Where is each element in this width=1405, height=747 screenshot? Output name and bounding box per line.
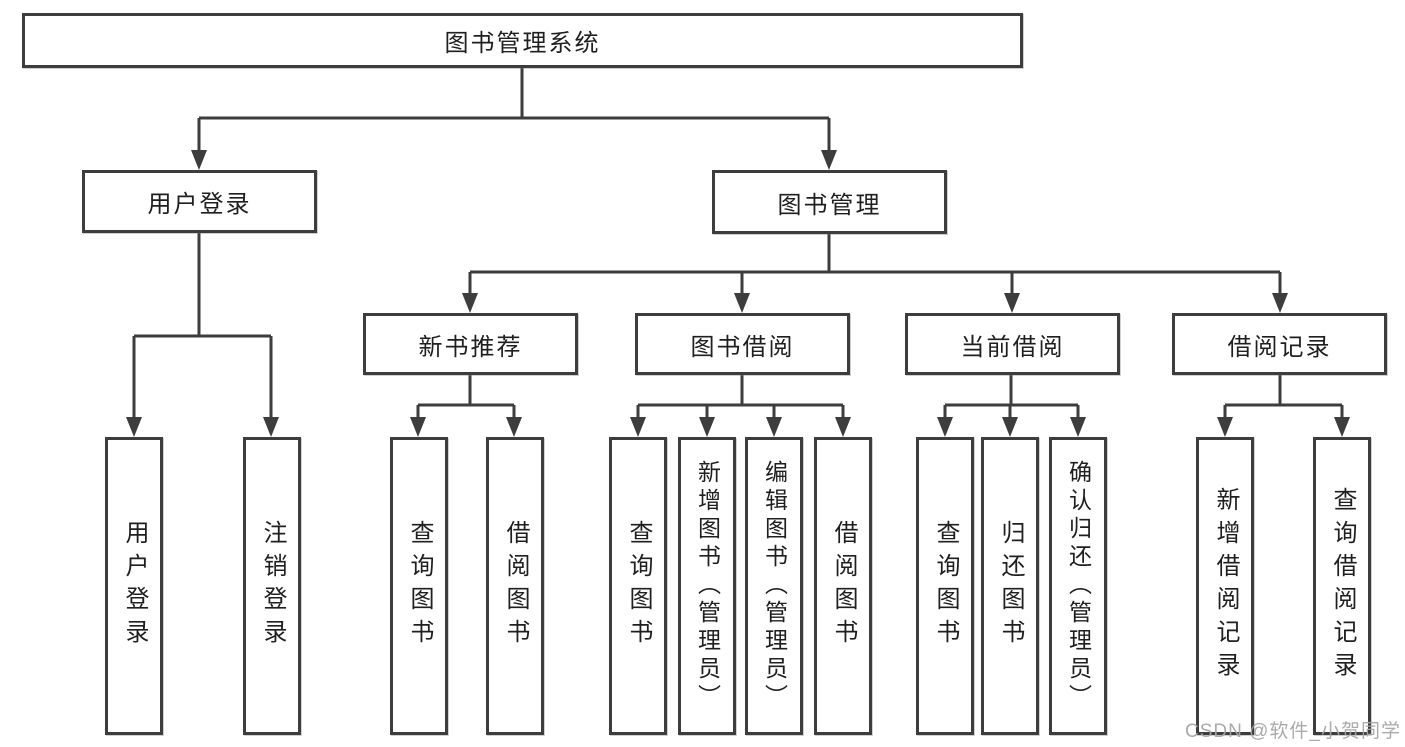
node-current-borrowing: 当前借阅 bbox=[905, 313, 1120, 375]
leaf-add-books-admin: 新增图书（管理员） bbox=[678, 437, 736, 735]
csdn-watermark: CSDN @软件_小贺同学 bbox=[1185, 721, 1401, 742]
node-user-login-branch: 用户登录 bbox=[82, 170, 317, 233]
node-label: 用户登录 bbox=[147, 191, 252, 218]
leaf-search-books-borrowing: 查询图书 bbox=[609, 437, 667, 735]
arrowheads bbox=[126, 150, 1350, 437]
leaf-add-borrow-record: 新增借阅记录 bbox=[1196, 437, 1254, 735]
node-book-borrowing: 图书借阅 bbox=[635, 313, 850, 375]
node-label: 图书管理系统 bbox=[444, 30, 601, 57]
node-label: 图书管理 bbox=[777, 191, 882, 219]
node-borrow-records: 借阅记录 bbox=[1172, 313, 1387, 375]
leaf-label: 注销登录 bbox=[259, 520, 286, 652]
node-new-book-recommend: 新书推荐 bbox=[363, 313, 578, 375]
leaf-label: 确认归还（管理员） bbox=[1065, 460, 1092, 712]
leaf-label: 归还图书 bbox=[997, 520, 1024, 652]
leaf-return-books: 归还图书 bbox=[981, 437, 1039, 735]
leaf-user-login: 用户登录 bbox=[105, 437, 163, 735]
node-label: 当前借阅 bbox=[960, 333, 1065, 361]
leaf-search-borrow-record: 查询借阅记录 bbox=[1313, 437, 1371, 735]
leaf-search-books-current: 查询图书 bbox=[916, 437, 974, 735]
leaf-logout: 注销登录 bbox=[243, 437, 301, 735]
leaf-label: 借阅图书 bbox=[502, 520, 529, 652]
leaf-label: 查询图书 bbox=[406, 520, 433, 652]
leaf-label: 用户登录 bbox=[121, 520, 148, 652]
leaf-label: 查询借阅记录 bbox=[1329, 487, 1356, 685]
node-library-system: 图书管理系统 bbox=[22, 13, 1023, 68]
leaf-label: 查询图书 bbox=[932, 520, 959, 652]
leaf-borrow-books-borrowing: 借阅图书 bbox=[814, 437, 872, 735]
node-label: 新书推荐 bbox=[418, 333, 523, 361]
node-book-management-branch: 图书管理 bbox=[712, 170, 947, 234]
leaf-label: 新增图书（管理员） bbox=[694, 460, 721, 712]
leaf-confirm-return-admin: 确认归还（管理员） bbox=[1049, 437, 1107, 735]
leaf-label: 新增借阅记录 bbox=[1212, 487, 1239, 685]
leaf-search-books-recommend: 查询图书 bbox=[390, 437, 448, 735]
node-label: 借阅记录 bbox=[1227, 333, 1332, 361]
leaf-label: 编辑图书（管理员） bbox=[761, 460, 788, 712]
leaf-label: 借阅图书 bbox=[830, 520, 857, 652]
leaf-borrow-books-recommend: 借阅图书 bbox=[486, 437, 544, 735]
leaf-edit-books-admin: 编辑图书（管理员） bbox=[745, 437, 803, 735]
node-label: 图书借阅 bbox=[690, 333, 795, 361]
leaf-label: 查询图书 bbox=[625, 520, 652, 652]
